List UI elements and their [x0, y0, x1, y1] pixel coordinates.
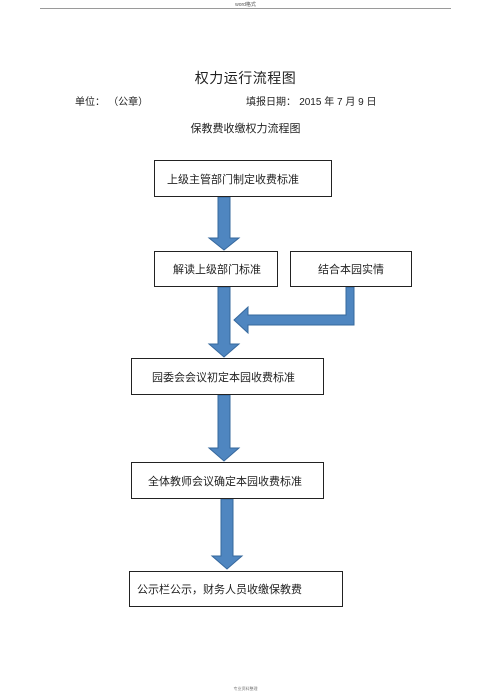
flow-step-set-standard: 上级主管部门制定收费标准 — [154, 160, 332, 197]
flow-step-label: 结合本园实情 — [318, 263, 384, 276]
flow-step-label: 园委会会议初定本园收费标准 — [152, 370, 295, 384]
flow-arrow-merge — [233, 286, 355, 335]
flow-arrow-3 — [207, 394, 241, 462]
flowchart-subtitle: 保教费收缴权力流程图 — [190, 122, 301, 135]
flow-step-label: 上级主管部门制定收费标准 — [167, 172, 299, 186]
flow-step-label: 公示栏公示，财务人员收缴保教费 — [137, 583, 302, 596]
unit-label: 单位： — [75, 97, 105, 108]
header-divider — [40, 8, 451, 9]
flow-step-interpret-standard: 解读上级部门标准 — [154, 251, 278, 287]
flow-step-label: 解读上级部门标准 — [173, 263, 261, 276]
page-footer-text: 专业资料整理 — [233, 686, 258, 691]
flow-step-label: 全体教师会议确定本园收费标准 — [148, 474, 302, 488]
document-title: 权力运行流程图 — [194, 71, 297, 87]
date-line: 填报日期： 2015 年 7 月 9 日 — [246, 93, 376, 108]
page-header-text: word格式 — [235, 2, 256, 8]
flow-arrow-1 — [207, 196, 241, 251]
flow-arrow-4 — [210, 498, 244, 570]
flow-step-publish-collect: 公示栏公示，财务人员收缴保教费 — [129, 571, 343, 607]
flow-step-staff-confirm: 全体教师会议确定本园收费标准 — [131, 462, 324, 499]
date-label: 填报日期： — [246, 97, 296, 108]
flow-arrow-2 — [207, 286, 241, 358]
date-value: 2015 年 7 月 9 日 — [299, 97, 377, 108]
flow-step-local-conditions: 结合本园实情 — [290, 251, 412, 287]
unit-line: 单位： （公章） — [75, 93, 148, 108]
unit-value: （公章） — [108, 97, 149, 108]
flow-step-committee-draft: 园委会会议初定本园收费标准 — [131, 358, 324, 395]
